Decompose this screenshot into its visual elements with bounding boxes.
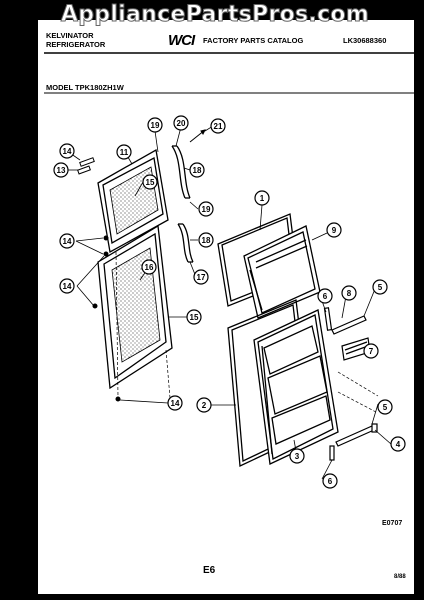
callout-14-middle: 14 xyxy=(59,278,75,294)
svg-text:14: 14 xyxy=(63,282,72,291)
svg-text:8: 8 xyxy=(347,289,352,298)
callout-15: 15 xyxy=(186,309,202,325)
callout-11: 11 xyxy=(116,144,132,160)
svg-text:16: 16 xyxy=(145,263,154,272)
svg-text:5: 5 xyxy=(383,403,388,412)
callout-14-lower: 14 xyxy=(167,395,183,411)
svg-text:18: 18 xyxy=(202,236,211,245)
svg-text:5: 5 xyxy=(378,283,383,292)
svg-text:13: 13 xyxy=(57,166,66,175)
callout-6-upper: 6 xyxy=(317,288,333,304)
projection-lines xyxy=(115,251,379,413)
callout-4: 4 xyxy=(390,436,406,452)
svg-text:11: 11 xyxy=(120,148,129,157)
callout-2: 2 xyxy=(196,397,212,413)
svg-text:7: 7 xyxy=(369,347,374,356)
svg-text:19: 19 xyxy=(202,205,211,214)
callout-16: 16 xyxy=(141,259,157,275)
callout-18: 18 xyxy=(198,232,214,248)
callout-20: 20 xyxy=(173,115,189,131)
catalog-number: LK30688360 xyxy=(343,36,387,45)
svg-text:19: 19 xyxy=(151,121,160,130)
callout-5-upper: 5 xyxy=(372,279,388,295)
fresh-food-door xyxy=(253,309,339,465)
freezer-door xyxy=(243,225,321,319)
callout-15-top: 15 xyxy=(142,174,158,190)
svg-text:21: 21 xyxy=(214,122,223,131)
svg-text:6: 6 xyxy=(323,292,328,301)
svg-text:15: 15 xyxy=(146,178,155,187)
svg-text:14: 14 xyxy=(63,147,72,156)
brand-line-2: REFRIGERATOR xyxy=(46,40,106,49)
svg-text:4: 4 xyxy=(396,440,401,449)
svg-text:2: 2 xyxy=(202,401,207,410)
callout-1: 1 xyxy=(254,190,270,206)
screws-and-plugs xyxy=(77,129,206,402)
svg-text:18: 18 xyxy=(193,166,202,175)
brand-line-1: KELVINATOR xyxy=(46,31,94,40)
callout-21: 21 xyxy=(210,118,226,134)
callout-14-upper: 14 xyxy=(59,233,75,249)
svg-text:17: 17 xyxy=(197,273,206,282)
callout-13: 14 xyxy=(59,143,75,159)
watermark: AppliancePartsPros.com xyxy=(60,2,370,28)
date-code: 8/88 xyxy=(394,574,406,580)
callout-7: 7 xyxy=(363,343,379,359)
callout-18-top: 18 xyxy=(189,162,205,178)
callout-8: 8 xyxy=(341,285,357,301)
parts-sheet xyxy=(38,20,414,594)
svg-text:3: 3 xyxy=(295,452,300,461)
callout-19: 19 xyxy=(198,201,214,217)
callout-9: 9 xyxy=(326,222,342,238)
callout-19-top: 19 xyxy=(147,117,163,133)
door-handles xyxy=(171,145,194,263)
svg-text:14: 14 xyxy=(171,399,180,408)
wci-logo: WCI xyxy=(168,32,195,49)
shelf-bars xyxy=(323,307,378,461)
page-number: E6 xyxy=(203,565,216,576)
figure-code: E0707 xyxy=(382,520,403,527)
svg-text:15: 15 xyxy=(190,313,199,322)
callout-balloons: 14 13 11 19 20 21 18 15 19 18 17 16 15 1… xyxy=(53,115,406,489)
svg-text:1: 1 xyxy=(260,194,265,203)
svg-text:20: 20 xyxy=(177,119,186,128)
callout-17: 17 xyxy=(193,269,209,285)
svg-text:6: 6 xyxy=(328,477,333,486)
callout-6-lower: 6 xyxy=(322,473,338,489)
callout-5-lower: 5 xyxy=(377,399,393,415)
catalog-title: FACTORY PARTS CATALOG xyxy=(203,36,304,45)
callout-3: 3 xyxy=(289,448,305,464)
svg-text:14: 14 xyxy=(63,237,72,246)
model-label: MODEL TPK180ZH1W xyxy=(46,83,124,92)
svg-text:9: 9 xyxy=(332,226,337,235)
callout-12: 13 xyxy=(53,162,69,178)
